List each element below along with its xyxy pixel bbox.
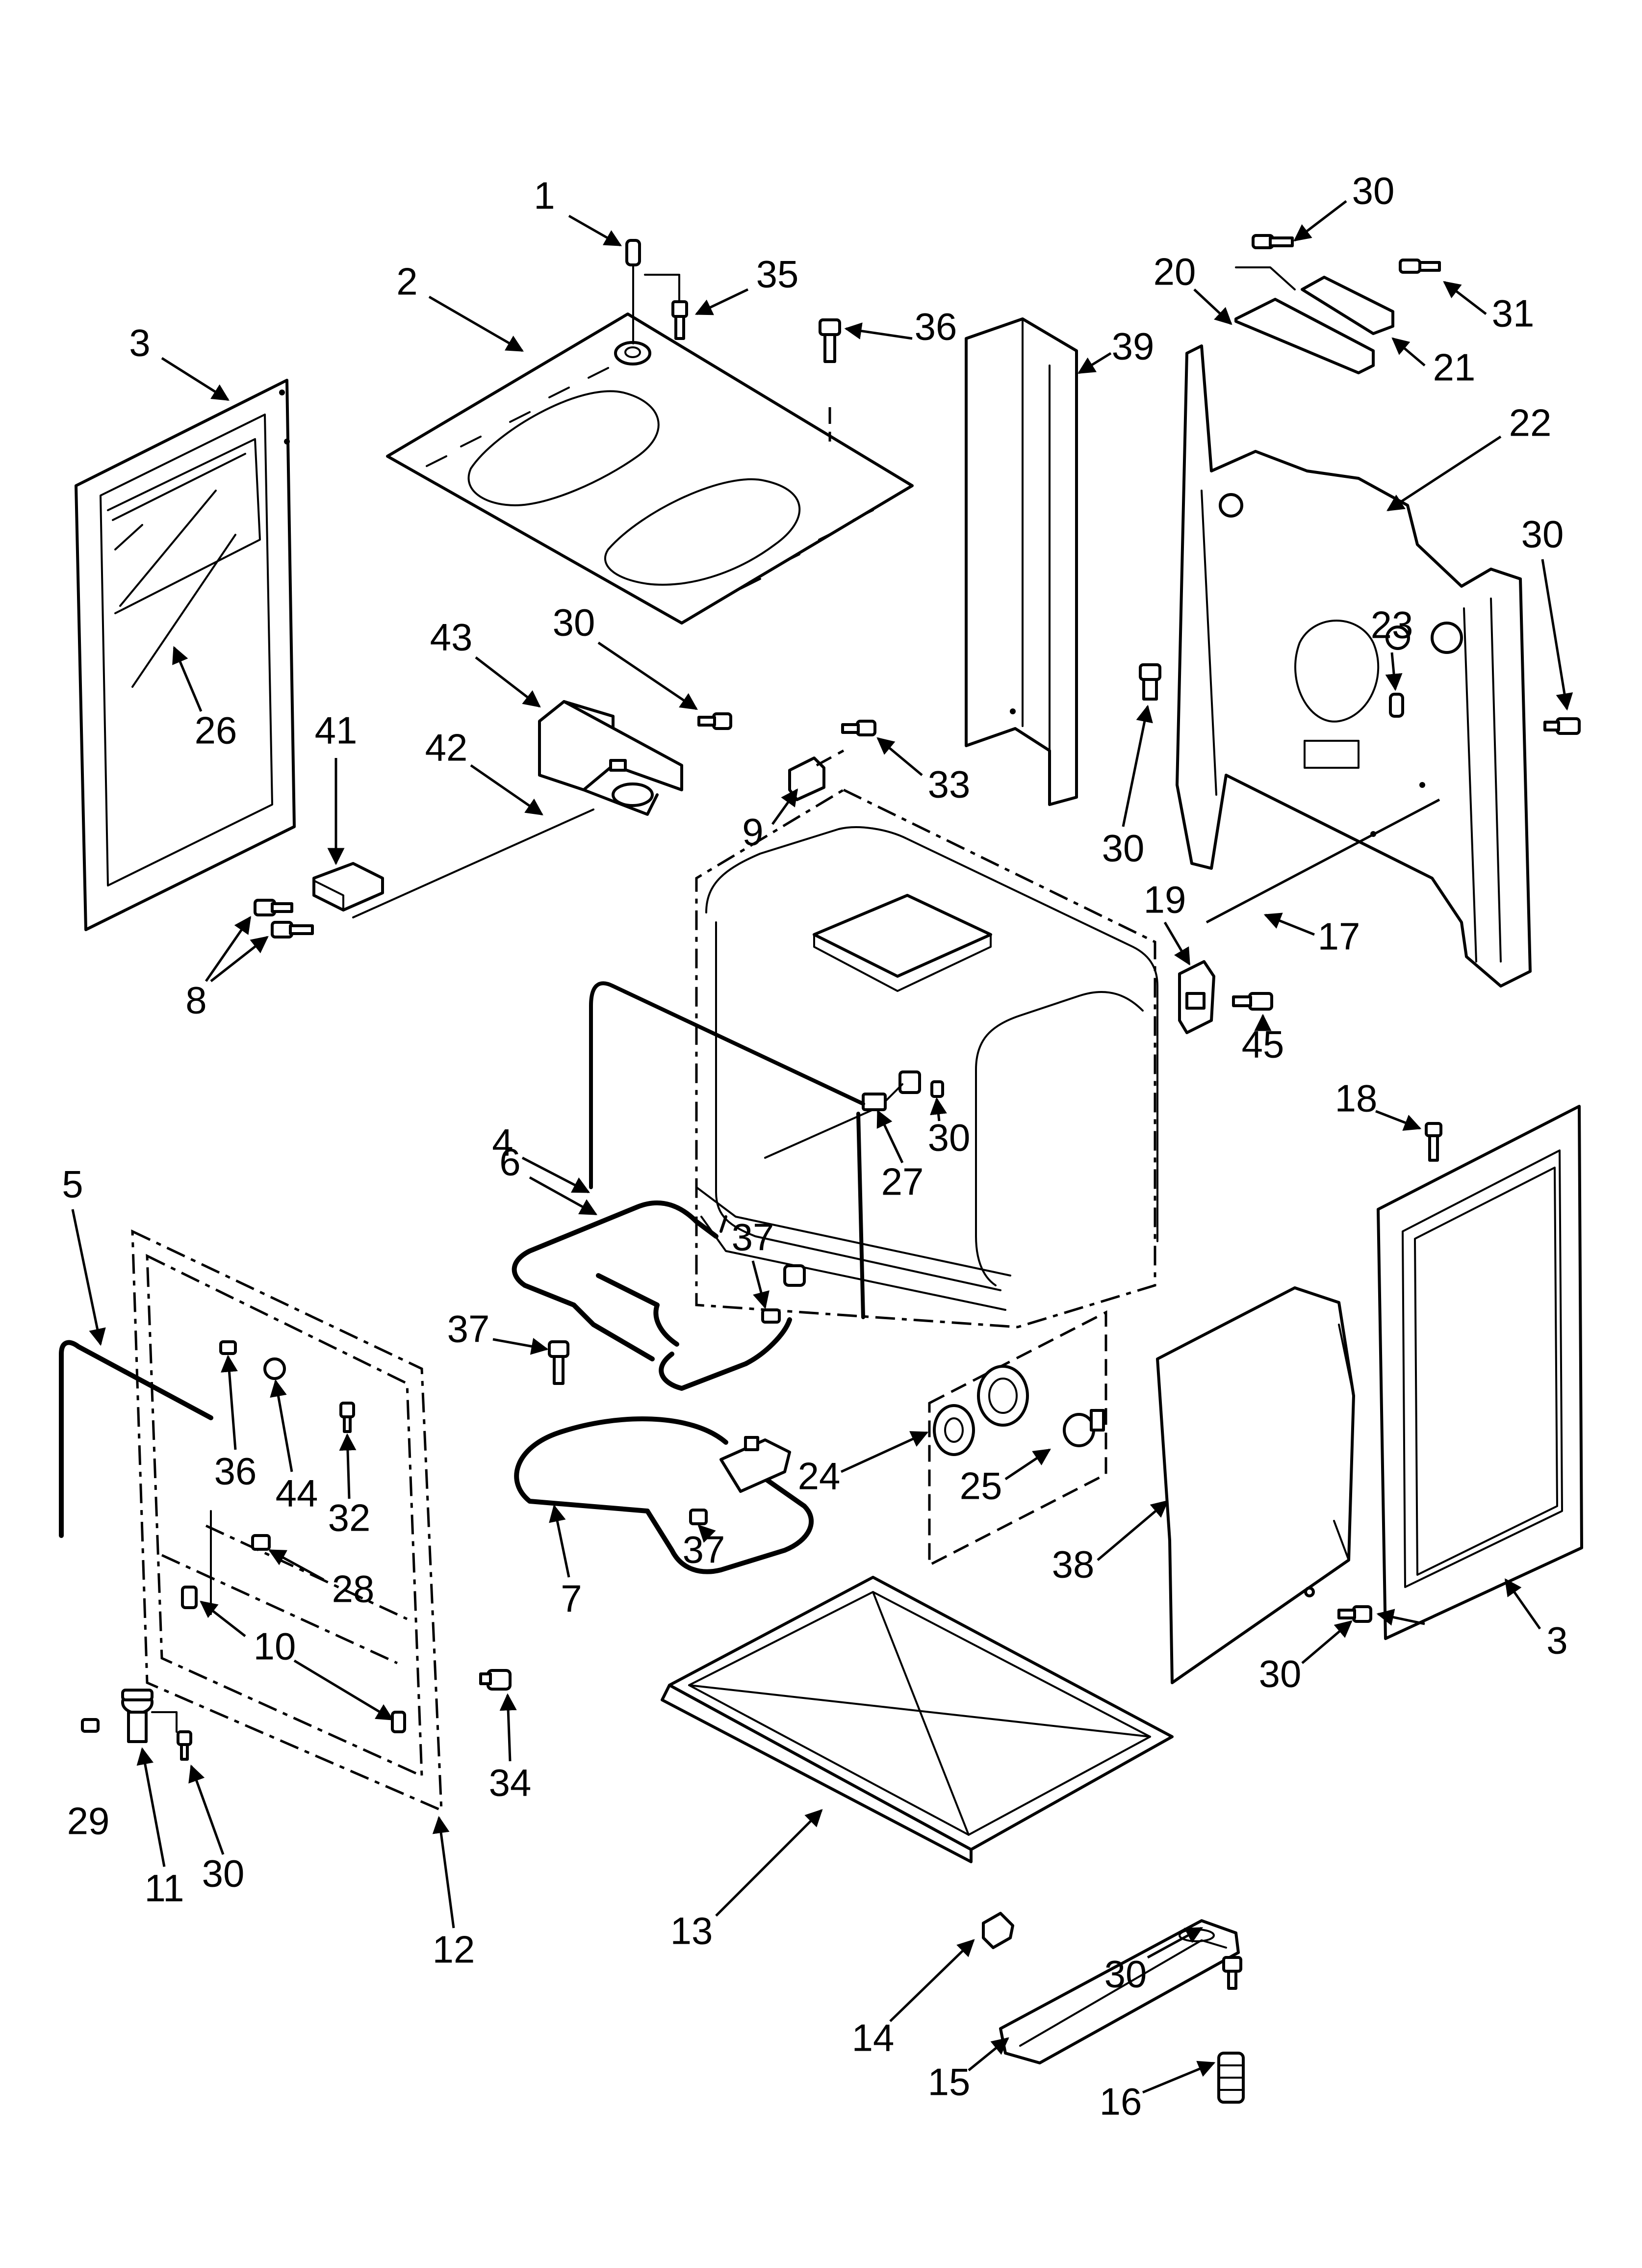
switch-43 (538, 700, 683, 816)
sensor-27 (764, 1070, 944, 1159)
part-label-42: 42 (425, 726, 468, 769)
part-label-4: 4 (492, 1121, 513, 1164)
oven-cavity (695, 788, 1158, 1329)
hinge-41 (312, 862, 384, 912)
part-label-37: 37 (683, 1528, 725, 1571)
part-label-30: 30 (553, 601, 595, 644)
part-label-30: 30 (1259, 1652, 1302, 1695)
oven-door-window (112, 453, 246, 688)
part-label-43: 43 (430, 616, 473, 659)
part-label-8: 8 (185, 979, 206, 1022)
part-label-34: 34 (489, 1761, 532, 1804)
part-label-3: 3 (1546, 1619, 1567, 1662)
part-label-39: 39 (1112, 325, 1155, 368)
door-gasket-5 (59, 1340, 213, 1538)
part-label-30: 30 (1521, 513, 1564, 556)
screw-30-valve (697, 712, 732, 730)
vertical-channel (965, 317, 1078, 806)
bracket-19 (1178, 960, 1215, 1034)
light-assembly (928, 1310, 1107, 1567)
part-label-1: 1 (534, 174, 555, 217)
right-side-panel (1377, 1105, 1583, 1640)
part-label-44: 44 (276, 1472, 318, 1515)
door-hardware (210, 1340, 355, 1615)
part-label-20: 20 (1154, 250, 1196, 293)
part-label-30: 30 (1102, 827, 1145, 870)
part-label-37: 37 (447, 1307, 490, 1351)
part-label-31: 31 (1492, 292, 1535, 335)
part-label-19: 19 (1144, 878, 1186, 921)
gasket-4 (589, 981, 865, 1319)
part-label-23: 23 (1371, 603, 1413, 647)
part-label-36: 36 (915, 305, 957, 348)
broil-element-7 (514, 1416, 814, 1574)
wire-42 (352, 808, 594, 918)
screw-36-top (819, 318, 841, 442)
part-label-3: 3 (129, 321, 150, 365)
part-label-35: 35 (756, 253, 799, 296)
clip-9 (788, 749, 845, 801)
part-label-22: 22 (1509, 401, 1552, 444)
rear-panel (1176, 344, 1532, 988)
bake-element-6 (512, 1200, 806, 1391)
screw-1 (625, 239, 680, 344)
part-label-45: 45 (1242, 1023, 1284, 1066)
part-label-16: 16 (1100, 2080, 1142, 2123)
part-label-30: 30 (1352, 169, 1395, 212)
part-label-32: 32 (328, 1496, 371, 1539)
screw-18 (1425, 1122, 1442, 1162)
leveling-leg-16 (1217, 2052, 1245, 2104)
screws-37 (548, 1308, 781, 1525)
cooktop-main-top (386, 313, 914, 625)
part-label-6: 6 (499, 1141, 520, 1184)
part-label-38: 38 (1052, 1543, 1095, 1586)
part-label-2: 2 (396, 260, 417, 303)
part-label-5: 5 (62, 1163, 83, 1206)
part-label-7: 7 (561, 1577, 582, 1620)
screw-35 (671, 300, 688, 340)
left-side-panel (75, 379, 296, 931)
part-label-15: 15 (928, 2060, 971, 2104)
screw-30-rail (1222, 1956, 1242, 1990)
part-label-25: 25 (960, 1464, 1002, 1508)
part-label-30: 30 (202, 1852, 245, 1895)
leader-lines (71, 200, 1573, 2094)
part-label-28: 28 (332, 1567, 375, 1611)
screw-33 (841, 720, 876, 736)
screw-34 (479, 1669, 512, 1691)
part-label-30: 30 (1104, 1953, 1147, 1996)
part-label-11: 11 (145, 1867, 184, 1910)
part-label-30: 30 (928, 1116, 971, 1159)
part-label-26: 26 (195, 709, 237, 752)
part-label-12: 12 (433, 1928, 475, 1971)
side-shield-38 (1156, 1286, 1355, 1684)
part-label-21: 21 (1433, 346, 1476, 389)
screw-30-shield (1304, 1587, 1372, 1623)
part-label-17: 17 (1318, 915, 1360, 958)
door-12 (131, 1229, 443, 1812)
part-label-13: 13 (670, 1909, 713, 1953)
part-label-14: 14 (852, 2016, 895, 2059)
plug-23 (1389, 693, 1404, 718)
clip-14 (982, 1912, 1014, 1949)
part-label-41: 41 (315, 709, 358, 752)
part-label-24: 24 (798, 1455, 841, 1498)
part-label-29: 29 (67, 1799, 110, 1843)
screw-30-right (1139, 663, 1581, 735)
screws-8 (254, 899, 314, 938)
part-label-18: 18 (1335, 1077, 1378, 1120)
part-label-9: 9 (742, 810, 763, 854)
bottom-tray-13 (661, 1576, 1174, 1863)
part-label-10: 10 (254, 1625, 296, 1668)
top-bracket-assembly (1234, 234, 1441, 374)
door-latch-11 (81, 1689, 192, 1761)
screw-45 (1232, 992, 1273, 1011)
part-label-33: 33 (928, 763, 971, 806)
part-label-37: 37 (732, 1216, 774, 1259)
part-label-27: 27 (881, 1160, 924, 1203)
part-label-36: 36 (214, 1450, 257, 1493)
